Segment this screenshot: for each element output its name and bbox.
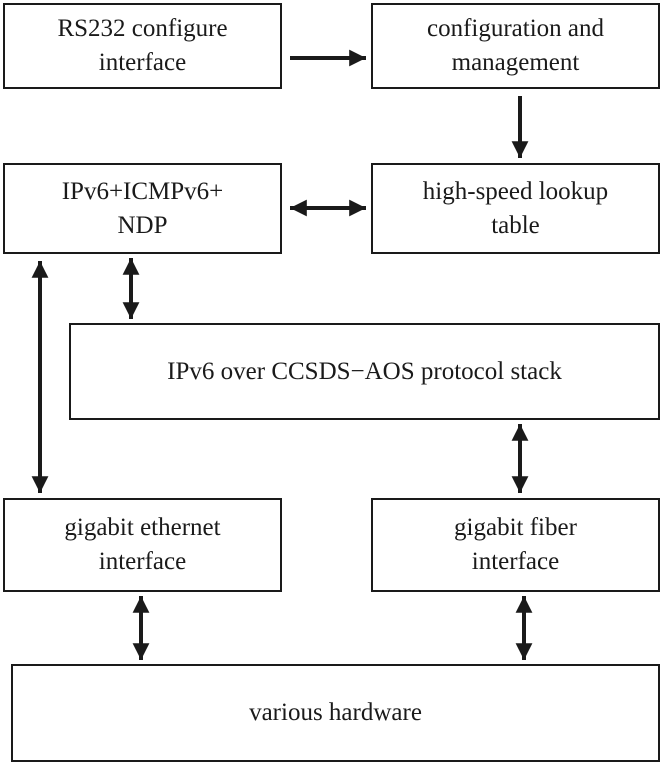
ipv6-icmpv6-ndp-box: IPv6+ICMPv6+ NDP <box>3 163 282 254</box>
gigabit-fiber-interface-box: gigabit fiber interface <box>371 498 660 592</box>
various-hardware-label: various hardware <box>249 699 422 726</box>
rs232-configure-interface-box: RS232 configure interface <box>3 3 282 89</box>
high-speed-lookup-table-box: high-speed lookup table <box>371 163 660 254</box>
configuration-management-label: configuration and management <box>426 15 605 76</box>
gigabit-ethernet-interface-box: gigabit ethernet interface <box>3 498 282 592</box>
gigabit-fiber-interface-label: gigabit fiber interface <box>454 514 577 575</box>
ipv6-icmpv6-ndp-label: IPv6+ICMPv6+ NDP <box>61 177 224 239</box>
gigabit-ethernet-interface-label: gigabit ethernet interface <box>64 514 221 575</box>
configuration-management-box: configuration and management <box>371 3 660 89</box>
various-hardware-box: various hardware <box>11 664 660 762</box>
ipv6-over-ccsds-aos-box: IPv6 over CCSDS−AOS protocol stack <box>69 323 660 420</box>
ipv6-over-ccsds-aos-label: IPv6 over CCSDS−AOS protocol stack <box>167 357 562 385</box>
high-speed-lookup-table-label: high-speed lookup table <box>422 177 609 239</box>
rs232-configure-interface-label: RS232 configure interface <box>57 15 228 76</box>
